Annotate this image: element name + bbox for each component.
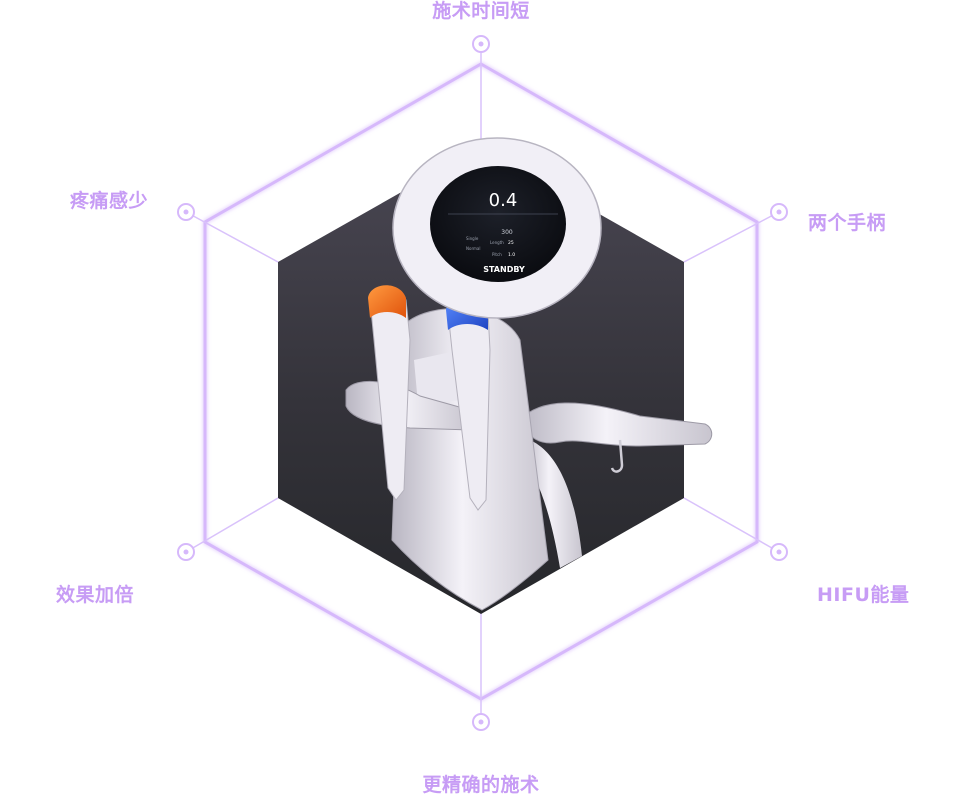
screen-pitch-value: 1.0 <box>508 252 515 258</box>
node-top <box>472 35 490 53</box>
screen-count: 300 <box>501 229 513 236</box>
screen-row-length: Length <box>490 240 504 245</box>
feature-label-less-pain: 疼痛感少 <box>70 190 149 212</box>
screen-value: 0.4 <box>489 190 518 211</box>
feature-label-short-treatment: 施术时间短 <box>432 0 530 22</box>
screen-row-pitch: Pitch <box>492 252 502 257</box>
hifu-device-image <box>345 137 713 611</box>
screen-status: STANDBY <box>483 265 525 274</box>
feature-label-precise-treatment: 更精确的施术 <box>422 774 540 796</box>
node-bottom-right <box>770 543 788 561</box>
node-markers <box>177 35 788 731</box>
node-bottom-left <box>177 543 195 561</box>
feature-label-hifu-energy: HIFU能量 <box>817 584 910 606</box>
screen-length-value: 25 <box>508 240 514 246</box>
screen-row-normal: Normal <box>466 246 480 251</box>
feature-label-two-handles: 两个手柄 <box>808 212 887 234</box>
screen-row-single: Single <box>466 236 479 241</box>
device-screen: 0.4 300 Single Normal Length 25 Pitch 1.… <box>448 190 558 274</box>
node-top-left <box>177 203 195 221</box>
feature-label-double-effect: 效果加倍 <box>56 584 135 606</box>
node-top-right <box>770 203 788 221</box>
spoke-lines <box>185 44 780 722</box>
node-bottom <box>472 713 490 731</box>
